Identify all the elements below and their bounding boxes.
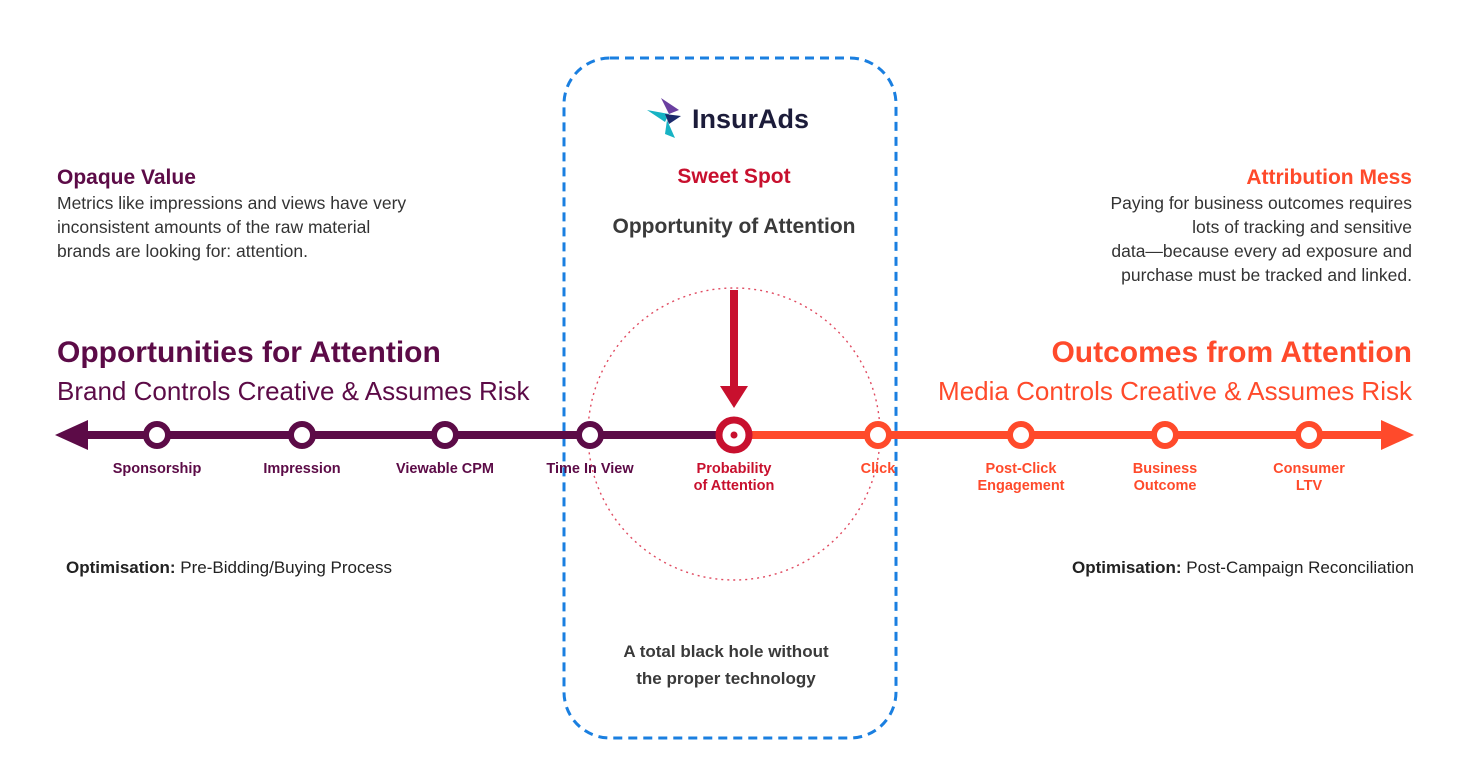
opaque-value-line: brands are looking for: attention. <box>57 241 308 261</box>
label-line: Consumer <box>1273 461 1345 477</box>
attribution-mess-description: Paying for business outcomes requires lo… <box>1110 191 1412 287</box>
outcomes-from-attention-title: Outcomes from Attention <box>1051 336 1412 369</box>
attribution-mess-line: purchase must be tracked and linked. <box>1121 265 1412 285</box>
node-consumer-ltv <box>1295 421 1323 449</box>
black-hole-note: A total black hole without the proper te… <box>576 638 876 692</box>
brand-controls-subtitle: Brand Controls Creative & Assumes Risk <box>57 376 530 406</box>
opaque-value-description: Metrics like impressions and views have … <box>57 191 406 263</box>
node-viewable-cpm <box>431 421 459 449</box>
node-click <box>864 421 892 449</box>
label-line: LTV <box>1295 478 1323 494</box>
opaque-value-line: inconsistent amounts of the raw material <box>57 217 371 237</box>
opportunity-of-attention-title: Opportunity of Attention <box>612 215 856 238</box>
label-line: Sponsorship <box>112 461 202 477</box>
label-line: Business <box>1132 461 1198 477</box>
label-business-outcome: Business Outcome <box>1090 461 1240 495</box>
label-time-in-view: Time In View <box>515 461 665 478</box>
opaque-value-heading: Opaque Value <box>57 166 196 189</box>
optimisation-value: Post-Campaign Reconciliation <box>1181 558 1414 577</box>
attribution-mess-line: data—because every ad exposure and <box>1111 241 1412 261</box>
sweet-spot-title: Sweet Spot <box>677 165 791 188</box>
down-arrow-head <box>720 386 748 408</box>
label-post-click-engagement: Post-Click Engagement <box>946 461 1096 495</box>
label-line: Outcome <box>1133 478 1197 494</box>
node-time-in-view <box>576 421 604 449</box>
attribution-mess-line: lots of tracking and sensitive <box>1192 217 1412 237</box>
label-click: Click <box>803 461 953 478</box>
opaque-value-line: Metrics like impressions and views have … <box>57 193 407 213</box>
label-line: of Attention <box>693 478 775 494</box>
label-line: Post-Click <box>985 461 1057 477</box>
label-impression: Impression <box>227 461 377 478</box>
label-probability-of-attention: Probability of Attention <box>659 461 809 495</box>
node-post-click-engagement <box>1007 421 1035 449</box>
timeline-right-arrowhead <box>1381 420 1414 450</box>
label-viewable-cpm: Viewable CPM <box>370 461 520 478</box>
media-controls-subtitle: Media Controls Creative & Assumes Risk <box>938 376 1412 406</box>
optimisation-label: Optimisation: <box>1071 558 1182 577</box>
label-consumer-ltv: Consumer LTV <box>1234 461 1384 495</box>
sweet-spot-frame <box>562 56 898 740</box>
attribution-mess-heading: Attribution Mess <box>1246 166 1412 189</box>
label-line: Time In View <box>546 461 634 477</box>
node-probability-center-dot <box>730 431 738 439</box>
insurads-logo-text: InsurAds <box>692 104 810 134</box>
label-line: Impression <box>263 461 341 477</box>
insurads-logo-mark-icon <box>647 98 681 138</box>
opportunities-for-attention-title: Opportunities for Attention <box>57 336 441 369</box>
optimisation-value: Pre-Bidding/Buying Process <box>175 558 392 577</box>
label-line: Click <box>860 461 896 477</box>
node-business-outcome <box>1151 421 1179 449</box>
right-optimisation-note: Optimisation: Post-Campaign Reconciliati… <box>1072 558 1414 578</box>
left-optimisation-note: Optimisation: Pre-Bidding/Buying Process <box>66 558 392 578</box>
attribution-mess-line: Paying for business outcomes requires <box>1110 193 1412 213</box>
optimisation-label: Optimisation: <box>66 558 176 577</box>
label-line: Probability <box>696 461 772 477</box>
black-hole-line: the proper technology <box>636 669 816 688</box>
timeline-left-arrowhead <box>55 420 88 450</box>
node-sponsorship <box>143 421 171 449</box>
black-hole-line: A total black hole without <box>623 642 829 661</box>
node-impression <box>288 421 316 449</box>
label-line: Engagement <box>977 478 1065 494</box>
label-sponsorship: Sponsorship <box>82 461 232 478</box>
label-line: Viewable CPM <box>395 461 495 477</box>
